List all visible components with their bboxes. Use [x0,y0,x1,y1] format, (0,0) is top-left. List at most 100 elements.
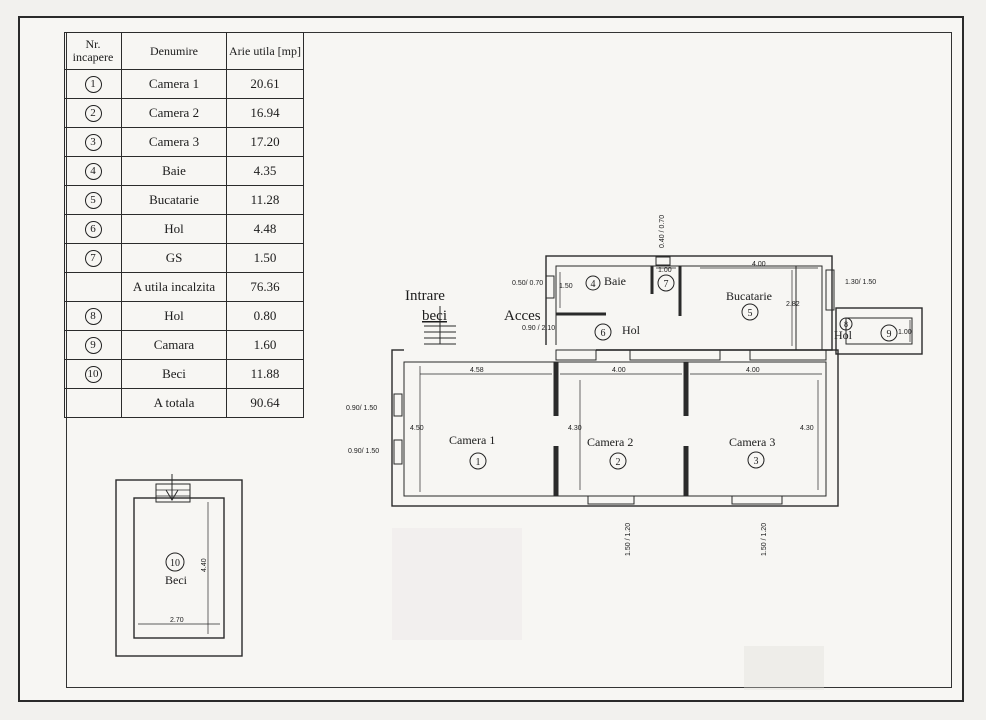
table-header-row: Nr. incapere Denumire Arie utila [mp] [64,32,304,70]
room-number-badge: 5 [84,192,102,209]
room-number-badge: 1 [84,76,102,93]
cell-area: 0.80 [226,301,304,331]
num-hol2: 8 [844,320,848,329]
cell-name: Beci [121,359,227,389]
dim-text: 1.50 [559,283,573,290]
door-dim: 0.90 / 2.10 [522,325,555,332]
room-hol2-name: Hol [834,328,853,342]
dim-text: 1.00 [898,329,912,336]
room-camera3-name: Camera 3 [729,435,775,449]
num-camera1: 1 [476,457,481,468]
window-dim: 0.90/ 1.50 [348,448,379,455]
dim-text: 4.40 [201,558,208,572]
room-number-badge: 4 [84,163,102,180]
num-camera3: 3 [754,456,759,467]
room-number-marker [585,275,601,291]
cell-nr: 6 [64,214,122,244]
cell-area: 11.28 [226,185,304,215]
dim-text: 4.00 [746,367,760,374]
dim-text: 4.00 [752,261,766,268]
room-number-marker [609,452,627,470]
window-dim: 1.50 / 1.20 [761,523,768,556]
room-number-badge: 9 [84,337,102,354]
cell-name: A utila incalzita [121,272,227,302]
header-nr: Nr. incapere [64,32,122,70]
dim-text: 4.30 [568,425,582,432]
cell-name: Hol [121,214,227,244]
beci-outer-wall [115,479,243,657]
cell-area: 90.64 [226,388,304,418]
annex-wall [835,307,923,355]
num-gs: 7 [664,279,669,290]
cell-name: A totala [121,388,227,418]
window-dim: 1.30/ 1.50 [845,279,876,286]
dim-text: 1.00 [658,267,672,274]
cell-nr: 4 [64,156,122,186]
room-number-badge: 7 [84,250,102,267]
cell-area: 17.20 [226,127,304,157]
num-bucatarie: 5 [748,308,753,319]
main-inner-wall [403,361,827,497]
num-camera2: 2 [616,457,621,468]
cell-area: 1.60 [226,330,304,360]
window-dim: 0.50/ 0.70 [512,280,543,287]
room-beci-name: Beci [165,573,188,587]
num-baie: 4 [591,279,596,290]
window-dim: 0.90/ 1.50 [346,405,377,412]
cell-area: 11.88 [226,359,304,389]
entrance-label-beci: beci [422,308,447,324]
room-number-marker [165,552,185,572]
cell-area: 4.48 [226,214,304,244]
cell-area: 20.61 [226,69,304,99]
room-number-badge: 10 [84,366,102,383]
cell-name: Baie [121,156,227,186]
room-number-badge: 3 [84,134,102,151]
num-beci: 10 [170,558,180,569]
dim-text: 4.58 [470,367,484,374]
room-number-marker [880,324,898,342]
room-number-marker [839,317,853,331]
room-number-badge: 8 [84,308,102,325]
cell-nr: 2 [64,98,122,128]
room-number-marker [741,303,759,321]
window-dim: 1.50 / 1.20 [625,523,632,556]
dim-text: 4.50 [410,425,424,432]
scan-smudge [744,646,824,690]
cell-nr: 3 [64,127,122,157]
window-dim: 0.40 / 0.70 [659,215,666,248]
room-number-badge: 2 [84,105,102,122]
dim-text: 4.00 [612,367,626,374]
room-hol-name: Hol [622,323,641,337]
room-number-marker [469,452,487,470]
dim-text: 2.82 [786,301,800,308]
access-label: Acces [504,308,541,324]
room-baie-name: Baie [604,274,626,288]
scan-smudge [392,528,522,640]
num-camara: 9 [887,329,892,340]
room-camera1-name: Camera 1 [449,433,495,447]
room-bucatarie-name: Bucatarie [726,289,772,303]
cell-name: Camera 1 [121,69,227,99]
room-number-marker [594,323,612,341]
beci-inner-wall [133,497,225,639]
room-number-marker [747,451,765,469]
cell-nr [64,272,122,302]
header-area: Arie utila [mp] [226,32,304,70]
dim-text: 2.70 [170,617,184,624]
num-hol: 6 [601,328,606,339]
cell-name: Camera 2 [121,98,227,128]
entrance-label: Intrare [405,288,445,304]
room-number-badge: 6 [84,221,102,238]
